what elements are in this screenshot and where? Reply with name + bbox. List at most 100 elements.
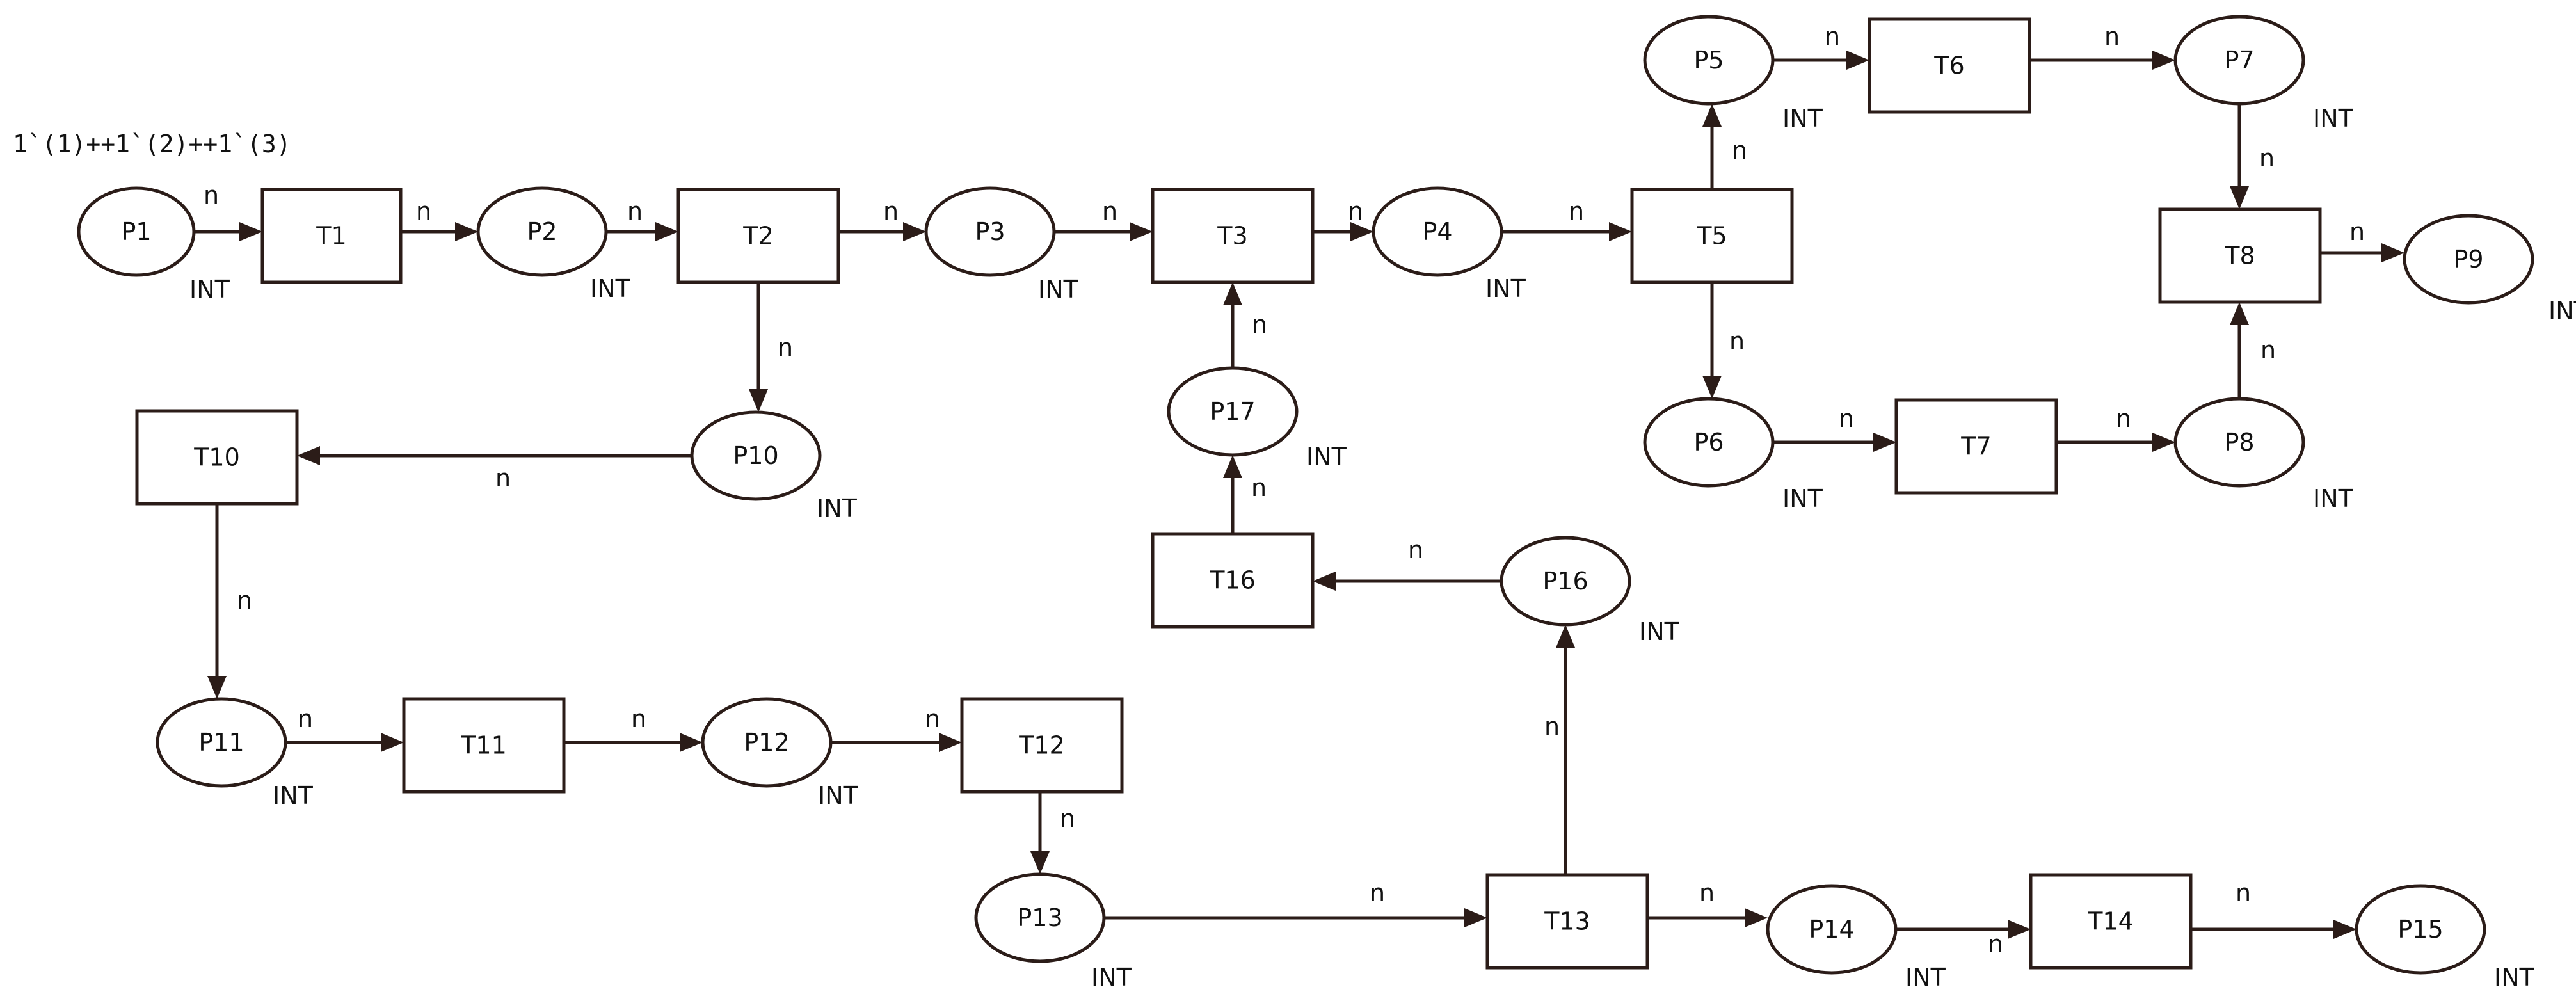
arc-p12-t12: n [831, 705, 962, 752]
transition-label: T3 [1217, 222, 1247, 250]
place-p9[interactable]: P9INT [2403, 214, 2576, 325]
transition-box [1485, 873, 1649, 970]
arc-label: n [204, 181, 219, 209]
transition-label: T6 [1933, 52, 1964, 80]
arc-t7-p8: n [2056, 404, 2175, 452]
transition-t11[interactable]: T11 [402, 697, 566, 794]
arc-label: n [631, 705, 646, 733]
arc-t3-p4: n [1313, 197, 1373, 241]
place-label: P16 [1542, 567, 1588, 595]
arrowhead-icon [1130, 222, 1153, 241]
place-type-label: INT [2494, 963, 2535, 991]
arc-p1-t1: n [194, 181, 262, 241]
transition-box [2029, 873, 2193, 970]
arc-label: n [925, 705, 940, 733]
place-label: P7 [2224, 46, 2254, 74]
arrowhead-icon [2008, 920, 2031, 939]
place-ellipse [1500, 536, 1631, 627]
arrowhead-icon [2230, 186, 2249, 209]
arrowhead-icon [239, 222, 262, 241]
arc-t5-p5: n [1702, 104, 1747, 189]
place-label: P14 [1809, 915, 1854, 943]
transition-t1[interactable]: T1 [260, 188, 403, 284]
place-ellipse [974, 872, 1106, 963]
transition-box [260, 188, 403, 284]
arrowhead-icon [1702, 376, 1722, 399]
arc-p10-t10: n [297, 446, 692, 492]
arc-t11-p12: n [564, 705, 703, 752]
place-type-label: INT [1782, 104, 1823, 132]
arrowhead-icon [455, 222, 478, 241]
place-ellipse [1766, 884, 1898, 975]
initial-marking-label: 1`(1)++1`(2)++1`(3) [13, 130, 291, 158]
transition-label: T2 [742, 222, 773, 250]
arc-label: n [2116, 404, 2131, 433]
place-label: P17 [1210, 397, 1255, 426]
transition-box [402, 697, 566, 794]
arc-label: n [1348, 197, 1363, 225]
place-label: P6 [1693, 428, 1724, 456]
arrowhead-icon [903, 222, 926, 241]
transition-t10[interactable]: T10 [135, 409, 299, 506]
transition-t14[interactable]: T14 [2029, 873, 2193, 970]
transition-t7[interactable]: T7 [1894, 398, 2058, 495]
arc-p16-t16: n [1313, 536, 1501, 591]
transition-t3[interactable]: T3 [1151, 188, 1315, 284]
arc-label: n [1825, 22, 1840, 51]
arc-label: n [1839, 404, 1854, 433]
arrowhead-icon [2381, 243, 2404, 262]
transition-t16[interactable]: T16 [1151, 532, 1315, 629]
arrowhead-icon [381, 733, 404, 752]
arc-label: n [1251, 474, 1267, 502]
transition-t13[interactable]: T13 [1485, 873, 1649, 970]
place-type-label: INT [2548, 297, 2576, 325]
arc-label: n [1102, 197, 1117, 225]
transition-t2[interactable]: T2 [676, 188, 840, 284]
place-label: P4 [1422, 218, 1452, 246]
arc-p2-t2: n [606, 197, 678, 241]
transition-box [1151, 188, 1315, 284]
place-ellipse [1643, 397, 1775, 488]
arc-t13-p14: n [1647, 879, 1768, 927]
arrowhead-icon [655, 222, 678, 241]
arrowhead-icon [1223, 455, 1242, 478]
transition-t8[interactable]: T8 [2158, 207, 2322, 304]
place-ellipse [77, 186, 196, 277]
place-type-label: INT [273, 781, 314, 810]
arc-t2-p3: n [838, 197, 926, 241]
transition-label: T8 [2224, 242, 2255, 270]
place-type-label: INT [818, 781, 859, 810]
arrowhead-icon [2152, 51, 2175, 70]
arc-label: n [1060, 805, 1075, 833]
arc-label: n [1732, 136, 1747, 164]
place-type-label: INT [1038, 275, 1079, 303]
arc-p7-t8: n [2230, 104, 2275, 209]
transition-t5[interactable]: T5 [1630, 188, 1794, 284]
arc-p8-t8: n [2230, 302, 2276, 399]
arc-p14-t14: n [1896, 920, 2031, 958]
transition-t6[interactable]: T6 [1868, 17, 2031, 114]
transition-label: T1 [316, 222, 346, 250]
arc-t14-p15: n [2191, 879, 2356, 939]
transition-t12[interactable]: T12 [960, 697, 1124, 794]
arc-label: n [2349, 218, 2365, 246]
place-type-label: INT [1905, 963, 1946, 991]
